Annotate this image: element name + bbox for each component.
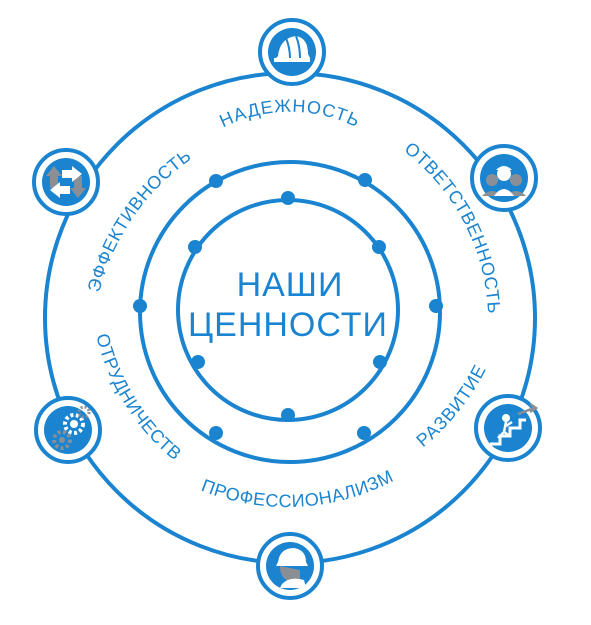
cycle-arrows-icon — [32, 148, 100, 216]
value-label-reliability: НАДЕЖНОСТЬ — [216, 96, 363, 132]
center-title-line2: ЦЕННОСТИ — [188, 306, 388, 344]
ring-dot — [209, 426, 223, 440]
worker-profile-icon — [256, 532, 324, 600]
middle-ring-dots — [133, 173, 443, 440]
ring-dot — [372, 240, 386, 254]
ring-dot — [188, 240, 202, 254]
value-label-efficiency: ЭФФЕКТИВНОСТЬ — [84, 145, 195, 294]
gears-icon — [34, 396, 102, 464]
ring-dot — [357, 426, 371, 440]
inner-ring-dots — [188, 191, 387, 422]
worker-group-icon — [470, 144, 538, 212]
center-title-line1: НАШИ — [237, 266, 344, 304]
value-label-professionalism: ПРОФЕССИОНАЛИЗМ — [199, 466, 397, 511]
ring-dot — [373, 355, 387, 369]
ring-dot — [133, 299, 147, 313]
ring-dot — [209, 174, 223, 188]
ring-dot — [191, 355, 205, 369]
climbing-stairs-icon — [474, 394, 542, 462]
ring-dot — [281, 408, 295, 422]
ring-dot — [358, 173, 372, 187]
value-label-cooperation: СОТРУДНИЧЕСТВО — [0, 0, 185, 464]
ring-dot — [429, 299, 443, 313]
helmet-icon — [258, 18, 326, 86]
ring-dot — [281, 191, 295, 205]
